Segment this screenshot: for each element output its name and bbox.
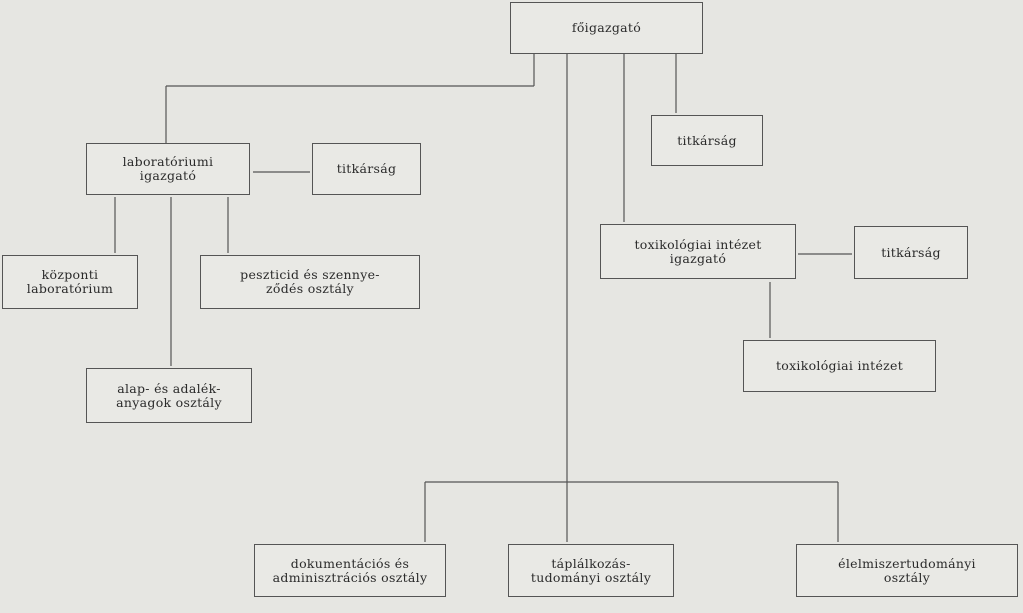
box-lab-secretariat: titkárság: [312, 143, 421, 195]
box-label: alap- és adalék- anyagok osztály: [116, 380, 222, 410]
box-tox-secretariat: titkárság: [854, 226, 968, 279]
box-label: táplálkozás- tudományi osztály: [530, 555, 652, 585]
box-label: toxikológiai intézet igazgató: [634, 236, 762, 266]
box-label: élelmiszertudományi osztály: [838, 555, 976, 585]
box-label: főigazgató: [571, 20, 642, 35]
box-pesticide-dept: peszticid és szennye- ződés osztály: [200, 255, 420, 309]
box-label: laboratóriumi igazgató: [122, 154, 214, 183]
box-lab-director: laboratóriumi igazgató: [86, 143, 250, 195]
box-label: dokumentációs és adminisztrációs osztály: [272, 555, 428, 585]
box-central-lab: központi laboratórium: [2, 255, 138, 309]
box-food-science-dept: élelmiszertudományi osztály: [796, 544, 1018, 597]
box-documentation-dept: dokumentációs és adminisztrációs osztály: [254, 544, 446, 597]
box-label: titkárság: [881, 244, 941, 260]
box-label: peszticid és szennye- ződés osztály: [240, 267, 380, 296]
box-nutrition-dept: táplálkozás- tudományi osztály: [508, 544, 674, 597]
box-additives-dept: alap- és adalék- anyagok osztály: [86, 368, 252, 423]
box-label: titkárság: [336, 161, 397, 176]
box-dg-secretariat: titkárság: [651, 115, 763, 166]
box-tox-institute: toxikológiai intézet: [743, 340, 936, 392]
box-tox-director: toxikológiai intézet igazgató: [600, 224, 796, 279]
box-label: toxikológiai intézet: [775, 358, 904, 373]
box-label: központi laboratórium: [26, 267, 114, 296]
box-director-general: főigazgató: [510, 2, 703, 54]
box-label: titkárság: [677, 132, 737, 148]
